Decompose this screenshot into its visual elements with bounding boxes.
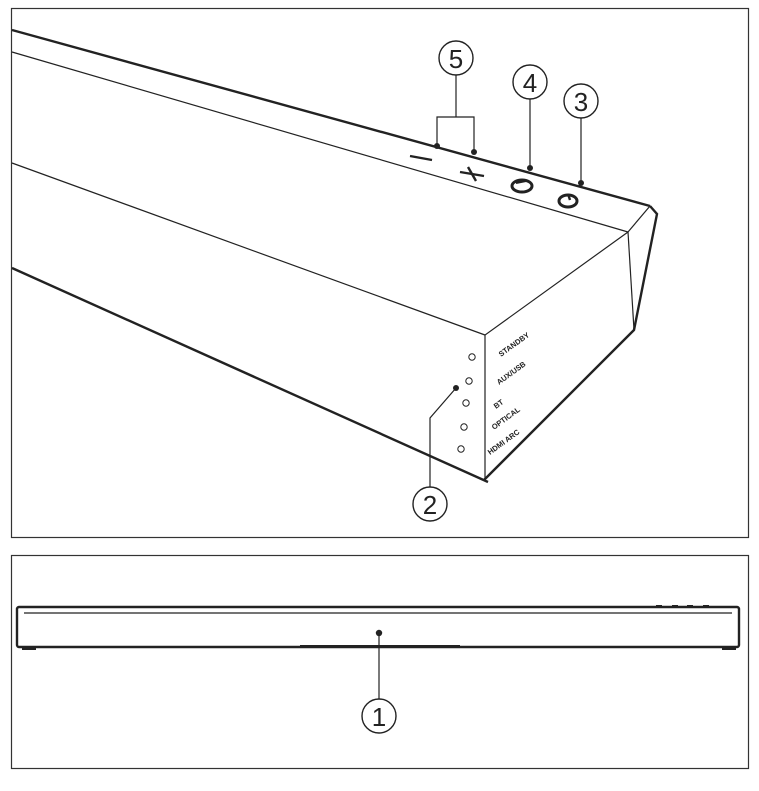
callout-4-dot [527, 165, 533, 171]
led-hdmi-arc [457, 445, 465, 453]
soundbar-front [15, 605, 741, 650]
callout-1-number: 1 [372, 702, 386, 732]
end-cap-inner [484, 231, 629, 480]
callout-4-circle [512, 64, 548, 100]
bottom-panel-frame [10, 554, 750, 770]
callout-2-dot [453, 385, 459, 391]
front-bottom-edge [11, 266, 489, 484]
end-cap-corner [627, 205, 651, 233]
top-back-edge [11, 28, 651, 208]
callout-2-circle [412, 486, 448, 522]
callout-2-number: 2 [423, 490, 437, 520]
indicator-leds [457, 353, 476, 453]
foot-right [722, 647, 736, 650]
callout-5-number: 5 [449, 44, 463, 74]
top-inner-edge [11, 51, 629, 233]
callout-2: 2 [412, 385, 459, 522]
front-view-panel: 1 [10, 554, 750, 770]
top-button-1 [656, 605, 662, 607]
callout-5-dot-minus [434, 143, 440, 149]
top-button-4 [703, 605, 709, 607]
minus-icon [409, 154, 433, 162]
led-optical [460, 423, 468, 431]
callout-5-bracket [436, 116, 475, 152]
callout-1: 1 [361, 629, 397, 734]
led-bt [462, 399, 470, 407]
source-icon [510, 178, 534, 194]
callout-4: 4 [512, 64, 548, 171]
top-view-panel: STANDBY AUX/USB BT OPTICAL HDMI ARC 5 4 [10, 7, 750, 539]
top-button-2 [672, 605, 678, 607]
callout-3-number: 3 [574, 87, 588, 117]
top-button-3 [687, 605, 693, 607]
callout-3-circle [563, 83, 599, 119]
callout-5-dot-plus [471, 149, 477, 155]
callout-5: 5 [434, 40, 477, 155]
power-icon [557, 193, 579, 209]
callout-1-circle [361, 698, 397, 734]
led-aux-usb [465, 377, 473, 385]
plus-icon [459, 166, 485, 182]
callout-5-circle [438, 40, 474, 76]
top-buttons [409, 154, 579, 209]
callout-4-number: 4 [523, 68, 537, 98]
foot-left [22, 647, 36, 650]
callout-3-dot [578, 180, 584, 186]
callout-2-leader [429, 387, 457, 487]
led-standby [468, 353, 476, 361]
soundbar-body-perspective [11, 28, 659, 484]
end-cap-outline [483, 205, 659, 481]
top-ridge-line [11, 162, 486, 336]
top-panel-frame [10, 7, 750, 539]
end-cap-rear [627, 231, 635, 331]
callout-3: 3 [563, 83, 599, 186]
